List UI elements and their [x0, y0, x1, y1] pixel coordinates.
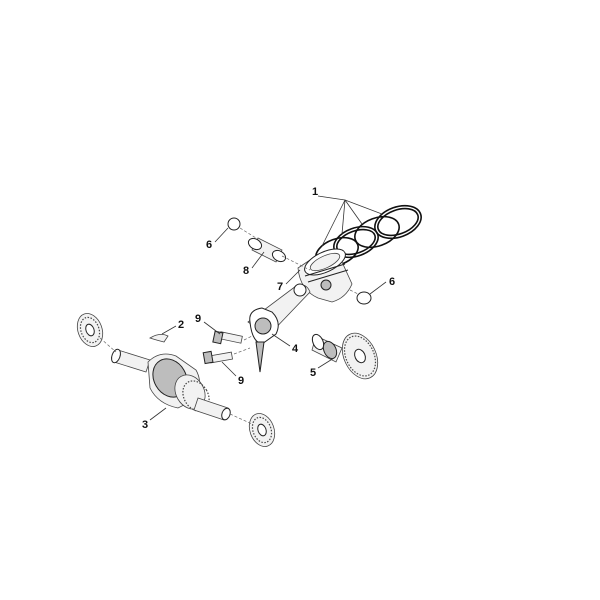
circlip-left[interactable] [227, 217, 241, 231]
callout-3: 3 [142, 419, 148, 431]
callout-9-lower: 9 [238, 375, 244, 387]
callout-4: 4 [292, 343, 299, 355]
bolt-lower[interactable] [202, 350, 233, 365]
bolt-upper[interactable] [212, 330, 243, 345]
bearing-left[interactable] [73, 310, 107, 350]
bearing-right[interactable] [245, 410, 279, 450]
callout-9-upper: 9 [195, 313, 201, 325]
piston-pin[interactable] [246, 236, 287, 264]
connecting-rod[interactable] [247, 283, 311, 373]
crankshaft[interactable] [110, 348, 232, 421]
circlip-right[interactable] [356, 291, 372, 305]
woodruff-key[interactable] [149, 334, 169, 343]
callout-7: 7 [277, 281, 283, 293]
piston[interactable] [297, 244, 353, 303]
callout-5: 5 [310, 367, 316, 379]
callout-2: 2 [178, 319, 184, 331]
callout-6-right: 6 [389, 276, 395, 288]
callout-8: 8 [243, 265, 249, 277]
callout-1: 1 [312, 186, 318, 198]
camshaft[interactable] [310, 327, 385, 384]
callout-6-left: 6 [206, 239, 212, 251]
